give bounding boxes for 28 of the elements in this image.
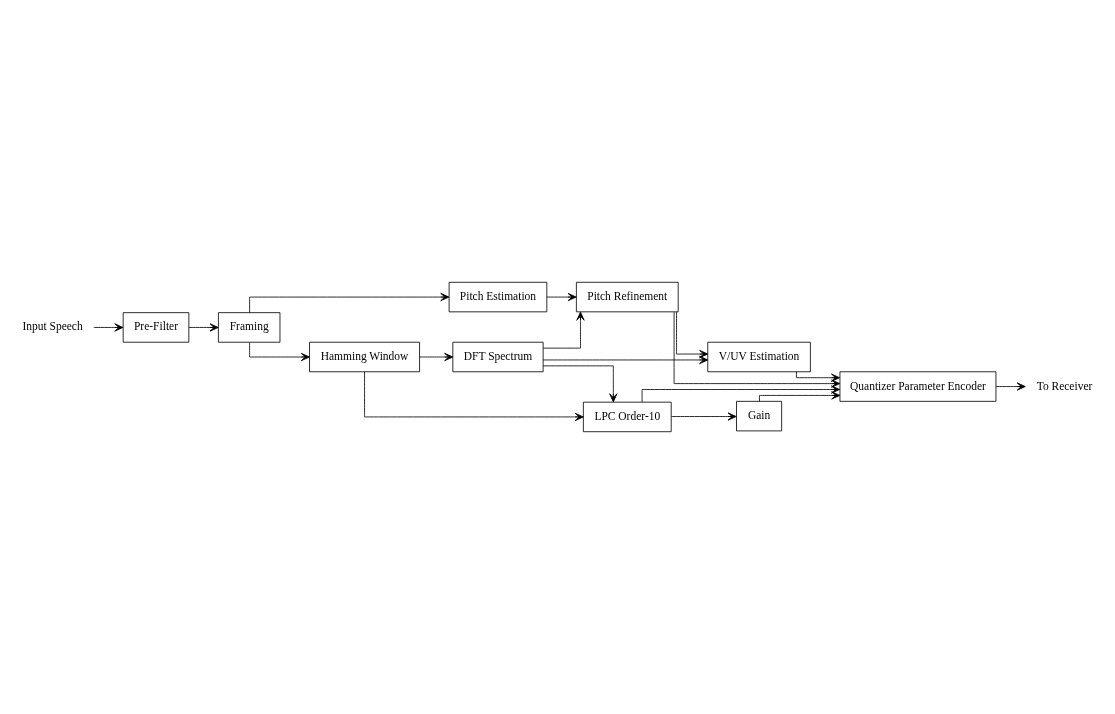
arrow xyxy=(759,391,841,402)
arrow xyxy=(249,342,310,362)
arrow xyxy=(796,371,840,382)
node-box: V/UV Estimation xyxy=(707,341,811,373)
node-box: Pre-Filter xyxy=(122,312,190,343)
arrow xyxy=(419,352,454,362)
arrow xyxy=(546,292,577,302)
arrow xyxy=(93,323,124,332)
arrow xyxy=(249,292,450,314)
node-box: DFT Spectrum xyxy=(452,341,544,373)
arrow xyxy=(673,311,841,388)
node-text: To Receiver xyxy=(1036,379,1093,392)
node-box: Quantizer Parameter Encoder xyxy=(839,371,997,402)
node-box: Framing xyxy=(218,312,281,343)
arrow xyxy=(542,365,618,403)
node-box: Hamming Window xyxy=(309,341,420,373)
arrow xyxy=(671,412,737,421)
node-box: Gain xyxy=(736,400,783,432)
node-text: Input Speech xyxy=(22,320,83,333)
arrow xyxy=(542,311,585,349)
node-box: Pitch Refinement xyxy=(575,281,679,313)
node-box: Pitch Estimation xyxy=(448,281,548,313)
arrow xyxy=(364,371,584,422)
node-box: LPC Order-10 xyxy=(582,401,672,433)
arrow xyxy=(676,311,709,359)
arrow xyxy=(542,355,709,365)
arrow xyxy=(995,382,1026,391)
arrow xyxy=(188,323,219,332)
